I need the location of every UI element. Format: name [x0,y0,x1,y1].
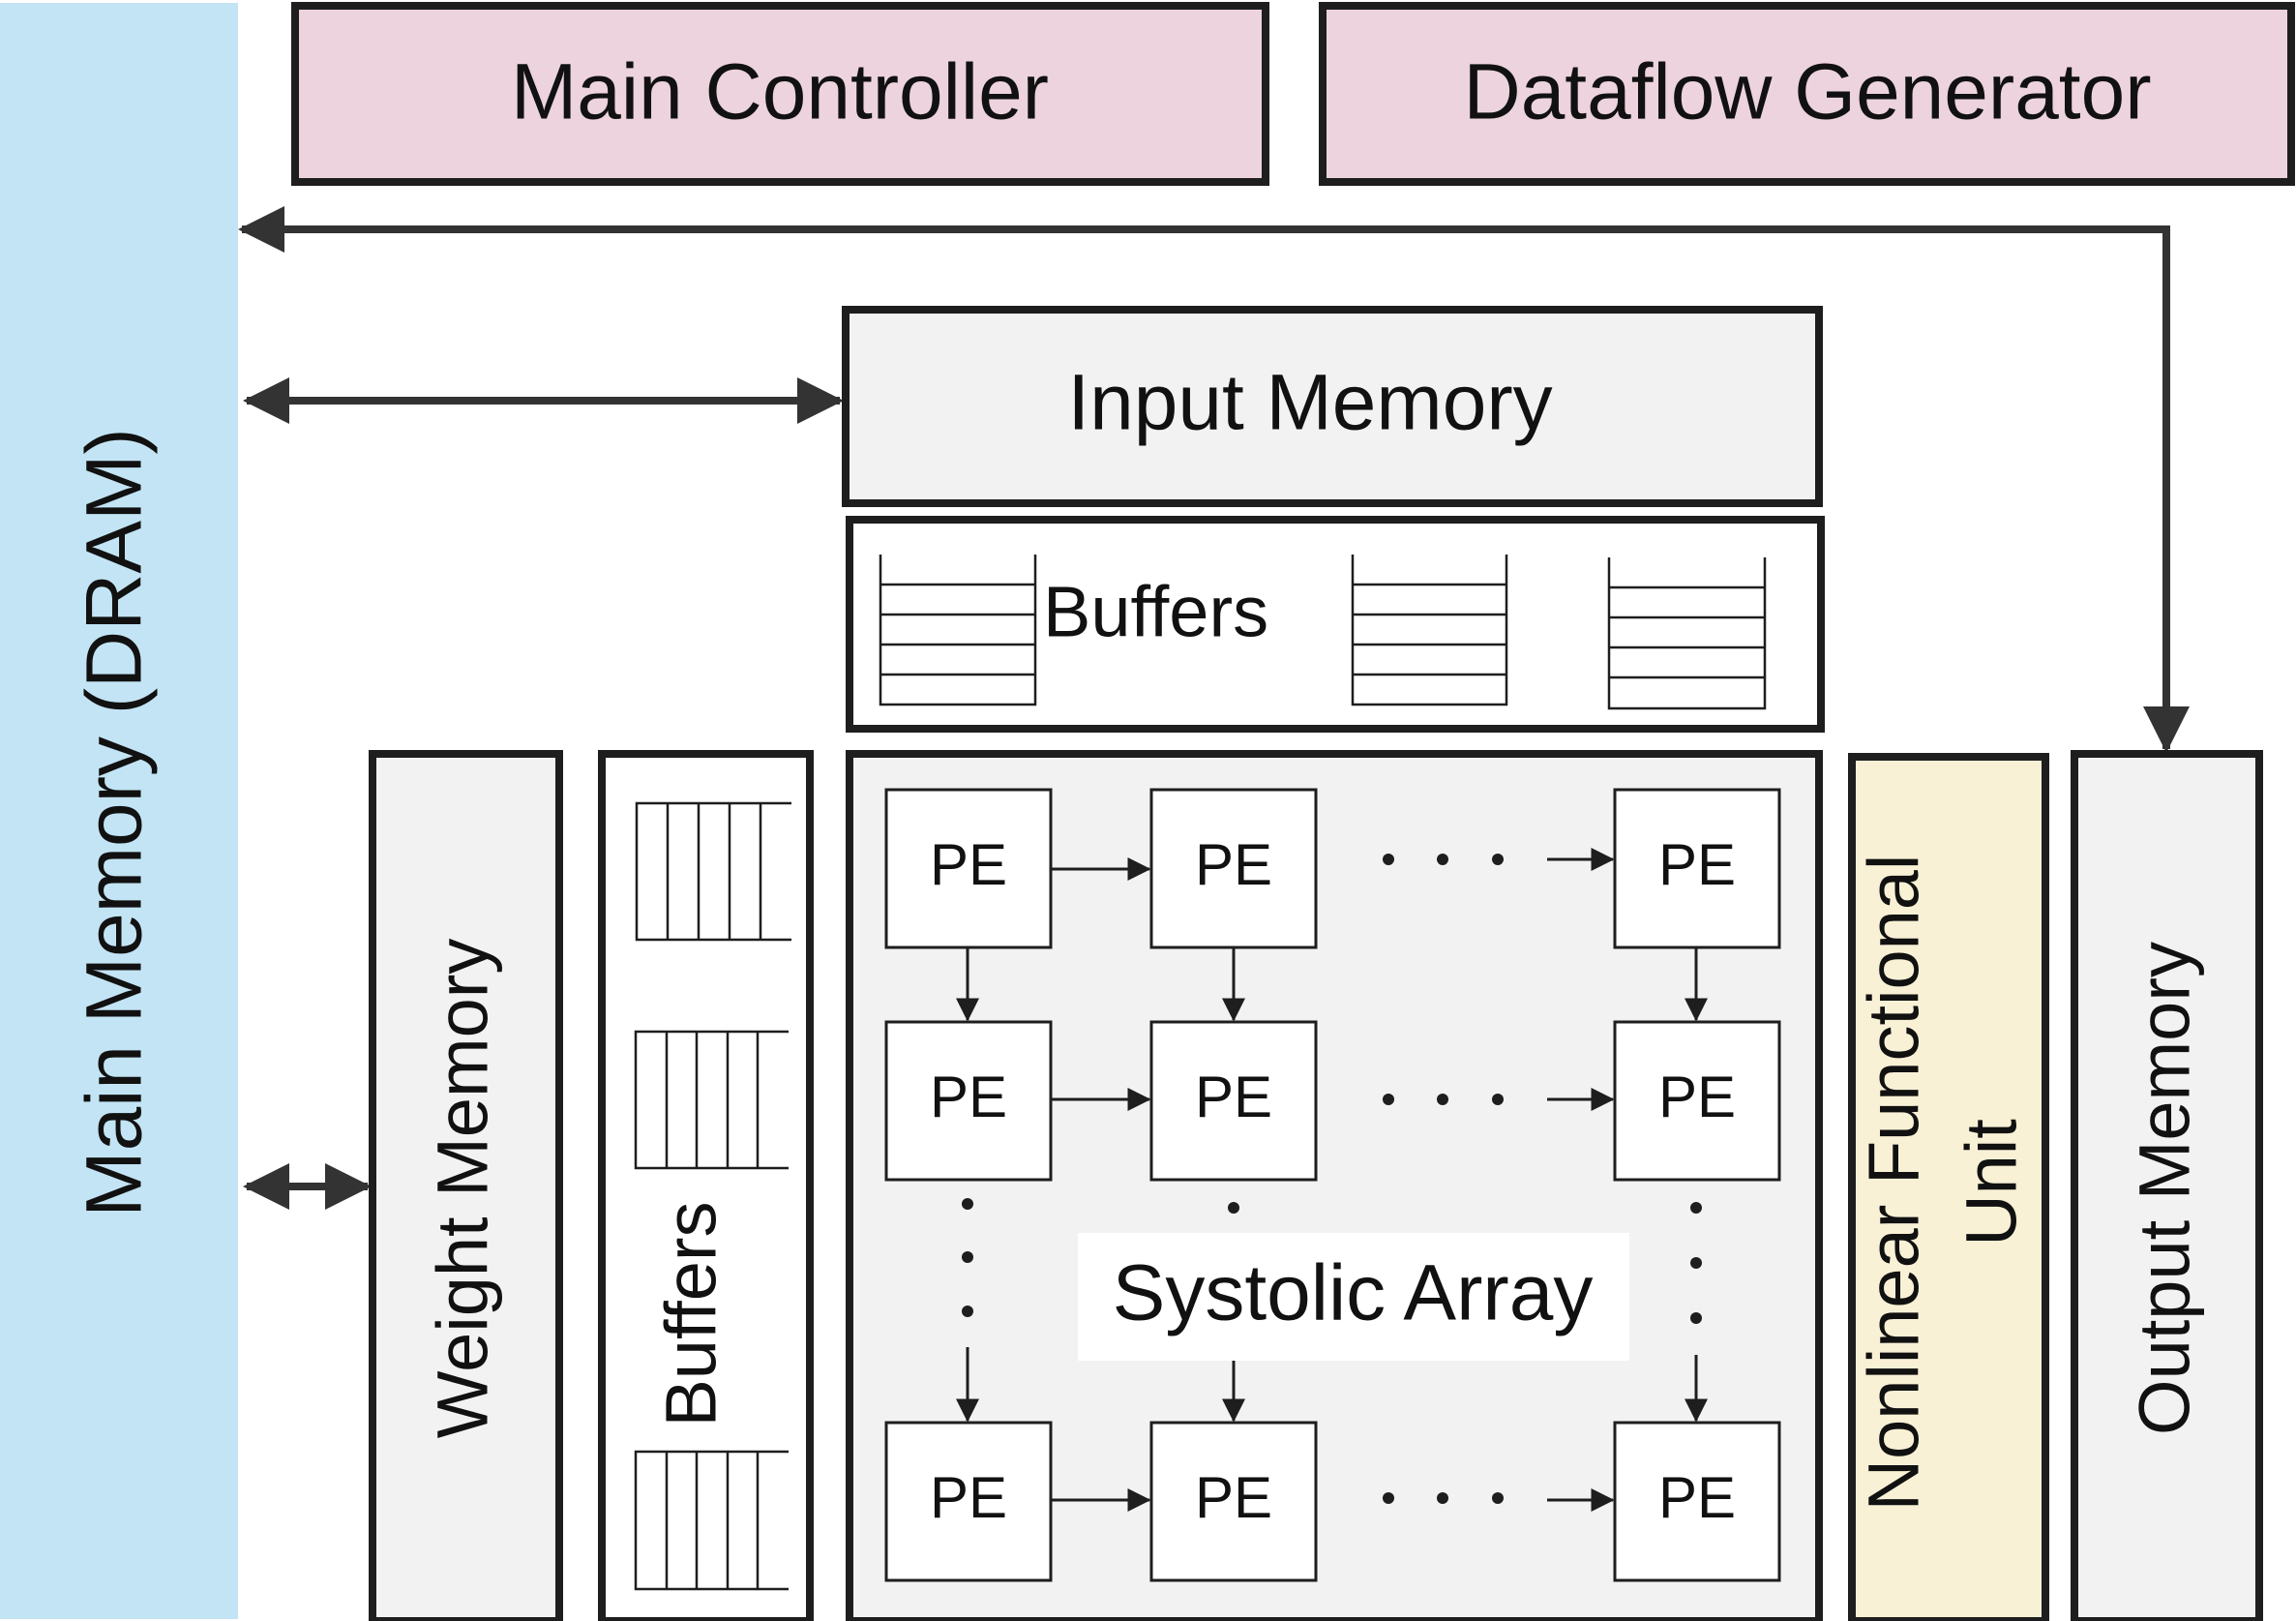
systolic-array-label: Systolic Array [1113,1249,1594,1337]
input-buffer-stack-1 [879,555,1037,706]
pe-cell [884,1421,1053,1582]
pe-label: PE [1195,832,1272,897]
output-memory-label: Output Memory [2125,942,2205,1435]
weight-buffer-stack-3 [634,1450,789,1591]
dataflow-generator-block: Dataflow Generator [1319,2,2295,186]
weight-buffers-block: Buffers [598,750,814,1621]
weight-memory-label: Weight Memory [423,939,503,1439]
ellipsis-dots [962,854,1702,1504]
input-memory-rect [842,306,1823,507]
systolic-array-block: PE PE PE PE PE PE PE PE PE [846,750,1823,1621]
pe-cell [1613,1020,1781,1182]
main-memory-label: Main Memory (DRAM) [71,428,159,1216]
pe-label: PE [930,1465,1007,1530]
pe-cell [1149,1421,1318,1582]
pe-cell [1149,788,1318,949]
input-buffers-label: Buffers [1043,572,1268,652]
pe-label: PE [1658,1465,1736,1530]
main-memory-rect [0,3,238,1619]
pe-label: PE [930,832,1007,897]
pe-cell [1613,788,1781,949]
output-memory-rect [2071,750,2263,1621]
pe-cell [1613,1421,1781,1582]
main-controller-rect [291,2,1269,186]
pe-label: PE [1195,1065,1272,1129]
pe-grid: PE PE PE PE PE PE PE PE PE [884,788,1781,1582]
weight-memory-rect [369,750,563,1621]
input-memory-label: Input Memory [1067,359,1552,447]
pe-vertical-links [956,947,1708,1423]
dataflow-generator-rect [1319,2,2295,186]
nonlinear-unit-rect [1848,753,2049,1621]
nonlinear-unit-block: Nonlinear Functional Unit [1848,753,2049,1621]
input-buffers-block: Buffers [846,516,1825,733]
main-controller-label: Main Controller [511,48,1049,136]
pe-label: PE [1658,832,1736,897]
weight-buffer-stack-1 [635,801,791,942]
output-memory-block: Output Memory [2071,750,2263,1621]
input-memory-block: Input Memory [842,306,1823,507]
input-buffer-stack-2 [1351,555,1508,706]
dram-output-bus-arrow [238,206,2190,753]
weight-memory-block: Weight Memory [369,750,563,1621]
systolic-array-label-bg [1078,1233,1629,1361]
weight-buffers-rect [598,750,814,1621]
main-memory-block: Main Memory (DRAM) [0,3,238,1619]
weight-buffers-label: Buffers [651,1201,731,1426]
main-controller-block: Main Controller [291,2,1269,186]
pe-horizontal-links [1051,848,1615,1512]
nonlinear-unit-label-line1: Nonlinear Functional [1854,855,1934,1512]
nonlinear-unit-label-line2: Unit [1952,1119,2032,1246]
input-buffers-rect [846,516,1825,733]
pe-label: PE [1658,1065,1736,1129]
weight-buffer-stack-2 [634,1030,789,1170]
pe-label: PE [930,1065,1007,1129]
dataflow-generator-label: Dataflow Generator [1463,48,2151,136]
pe-label: PE [1195,1465,1272,1530]
pe-cell [1149,1020,1318,1182]
input-buffer-stack-3 [1607,557,1767,710]
